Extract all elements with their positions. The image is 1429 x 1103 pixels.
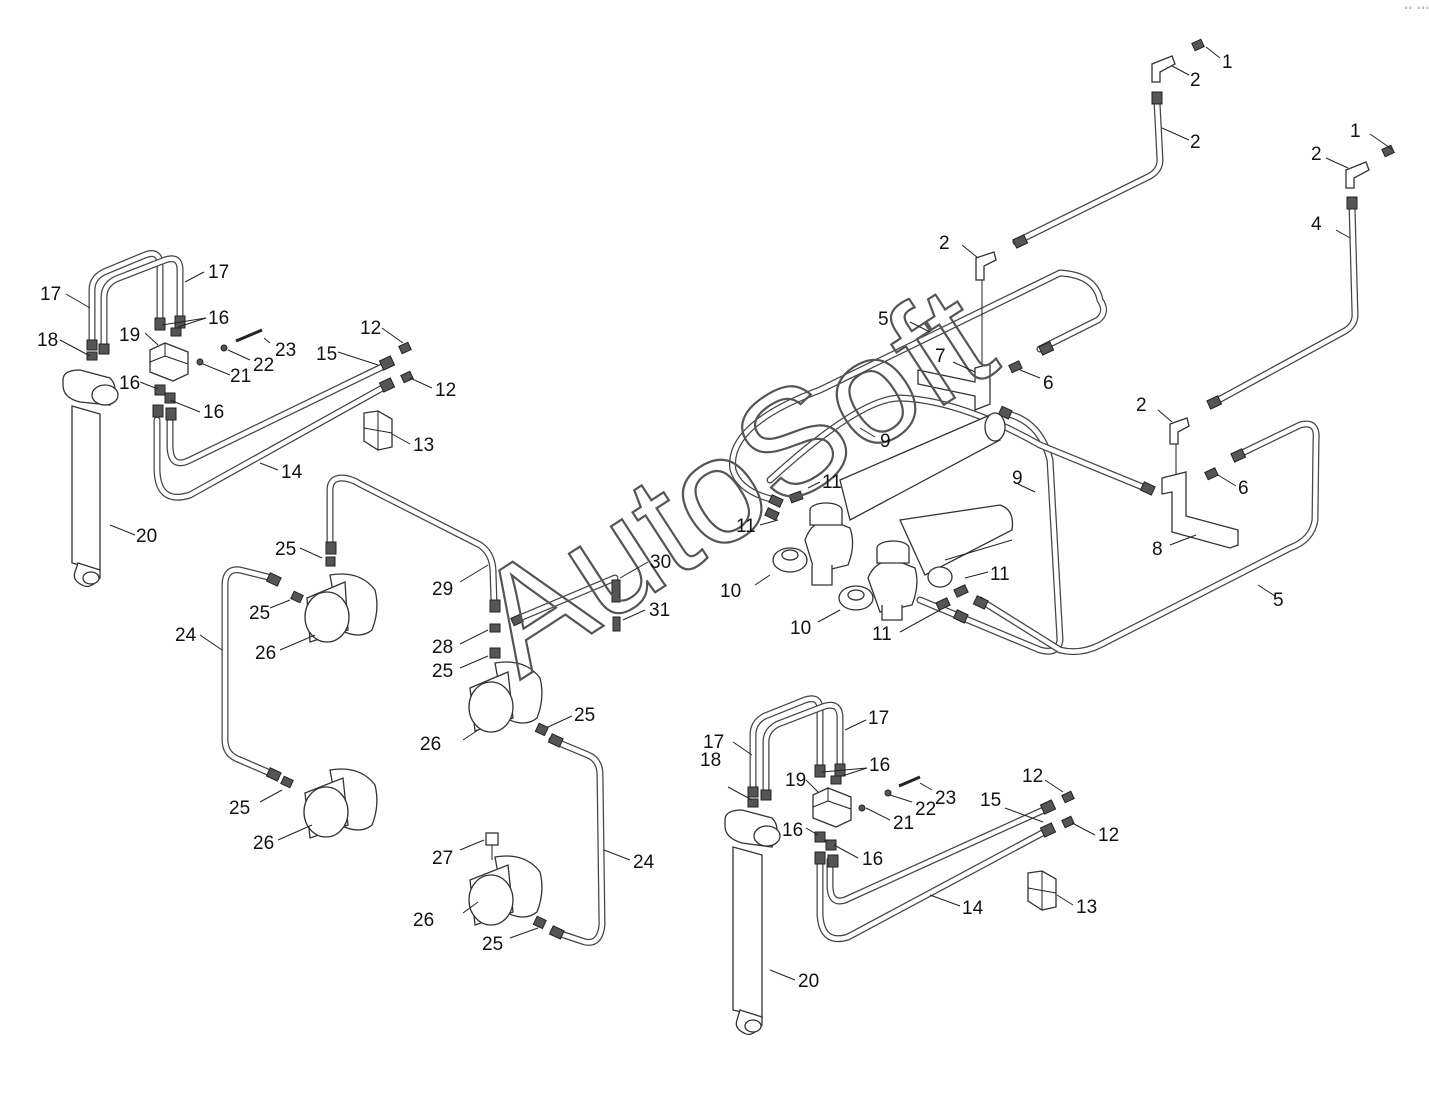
callout: 12 — [360, 318, 381, 339]
callout: 21 — [230, 366, 251, 387]
motor-26b — [303, 768, 378, 839]
callout: 7 — [935, 346, 946, 367]
callout: 16 — [862, 849, 883, 870]
callout-labels: 1 2 2 3 1 2 4 2 5 6 7 2 9 9 6 8 5 11 11 … — [37, 52, 1361, 992]
callout: 8 — [1152, 539, 1163, 560]
callout: 6 — [1238, 478, 1249, 499]
callout: 9 — [1012, 468, 1023, 489]
callout: 19 — [119, 325, 140, 346]
callout: 5 — [878, 309, 889, 330]
leader-lines — [59, 46, 1394, 981]
motor-26c — [468, 661, 543, 733]
callout: 12 — [1098, 825, 1119, 846]
callout: 16 — [869, 755, 890, 776]
callout: 4 — [1311, 214, 1322, 235]
callout: 25 — [229, 798, 250, 819]
callout: 15 — [316, 344, 337, 365]
callout: 26 — [253, 833, 274, 854]
callout: 25 — [275, 539, 296, 560]
callout: 24 — [633, 852, 655, 873]
callout: 29 — [432, 579, 453, 600]
callout: 25 — [482, 934, 503, 955]
callout: 11 — [822, 472, 842, 493]
callout: 19 — [785, 770, 806, 791]
callout: 2 — [1190, 132, 1201, 153]
callout: 5 — [1273, 590, 1284, 611]
callout: 2 — [1190, 70, 1201, 91]
callout: 9 — [880, 431, 891, 452]
motor-26a — [304, 573, 378, 643]
cylinder-10a — [772, 412, 1006, 586]
callout: 24 — [175, 625, 197, 646]
callout: 28 — [432, 637, 453, 658]
callout: 27 — [432, 848, 453, 869]
callout: 20 — [136, 526, 157, 547]
corner-mark: °° °°° — [1404, 6, 1429, 14]
callout: 11 — [736, 516, 756, 537]
motor-26d — [468, 832, 543, 926]
callout: 6 — [1043, 373, 1054, 394]
callout: 31 — [649, 600, 670, 621]
callout: 17 — [703, 732, 724, 753]
callout: 17 — [40, 284, 61, 305]
callout: 25 — [574, 705, 595, 726]
callout: 16 — [782, 820, 803, 841]
callout: 21 — [893, 813, 914, 834]
callout: 15 — [980, 790, 1001, 811]
callout: 12 — [435, 380, 456, 401]
callout: 10 — [790, 618, 811, 639]
callout: 11 — [872, 624, 892, 645]
callout: 14 — [281, 462, 303, 483]
callout: 1 — [1350, 121, 1361, 142]
callout: 22 — [915, 799, 936, 820]
components — [62, 38, 1395, 1036]
callout: 26 — [255, 643, 276, 664]
callout: 25 — [249, 603, 270, 624]
callout: 13 — [1076, 897, 1097, 918]
callout: 23 — [935, 788, 956, 809]
callout: 16 — [208, 308, 229, 329]
callout: 18 — [37, 330, 58, 351]
callout: 2 — [939, 233, 950, 254]
callout: 20 — [798, 971, 819, 992]
callout: 22 — [253, 355, 274, 376]
callout: 25 — [432, 661, 453, 682]
callout: 16 — [119, 373, 140, 394]
callout: 18 — [700, 750, 721, 771]
callout: 17 — [868, 708, 889, 729]
callout: 14 — [962, 898, 984, 919]
callout: 10 — [720, 581, 741, 602]
callout: 17 — [208, 262, 229, 283]
hydraulic-lines — [88, 98, 1359, 946]
callout: 30 — [650, 552, 671, 573]
callout: 26 — [420, 734, 441, 755]
callout: 23 — [275, 340, 296, 361]
callout: 16 — [203, 402, 224, 423]
callout: 11 — [990, 564, 1010, 585]
watermark: AutoSoft — [446, 253, 1020, 707]
cylinder-10b — [838, 504, 1014, 621]
callout: 26 — [413, 910, 434, 931]
callout: 12 — [1022, 766, 1043, 787]
callout: 2 — [1136, 395, 1147, 416]
callout: 1 — [1222, 52, 1233, 73]
callout: 2 — [1311, 144, 1322, 165]
callout: 13 — [413, 435, 434, 456]
